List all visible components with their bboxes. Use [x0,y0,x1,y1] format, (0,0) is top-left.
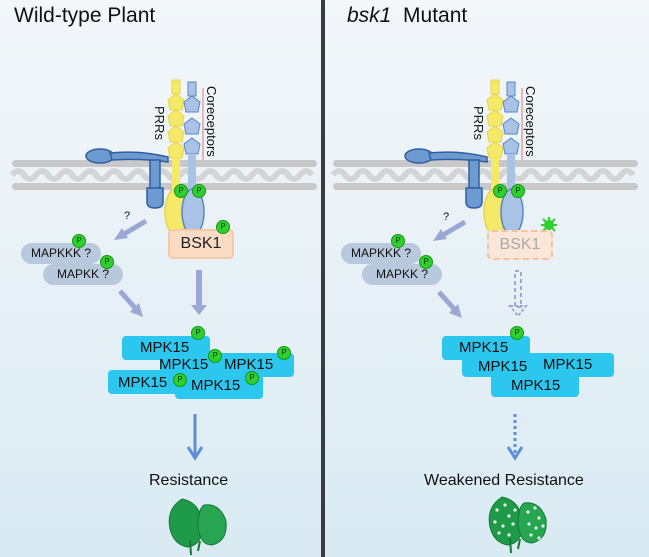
mapkkk-node: MAPKKK ? [341,243,421,264]
phospho-icon: P [208,349,222,363]
arrow-mapkk-to-mpk [437,290,462,318]
mutant-label: Mutant [403,4,468,27]
prr-ectodomain [404,148,488,209]
arrow-to-mapkkk [114,218,148,240]
panel-divider [321,0,325,557]
mpk15-label: MPK15 [140,339,190,356]
arrow-to-resistance [186,414,204,461]
mpk15-label: MPK15 [543,356,593,373]
phospho-icon: P [391,234,405,248]
plasma-membrane [330,160,638,190]
signaling-graphics [9,79,317,556]
mpk15-label: MPK15 [224,356,274,373]
wild-type-panel: Wild-type Plant [0,0,321,557]
mpk15-box [491,373,579,397]
panel-title: Wild-type Plant [14,4,156,27]
bsk1-mutant-box: BSK1 [487,230,553,260]
mutant-gene-name: bsk1 [347,4,392,27]
mapkk-node: MAPKK ? [43,264,123,285]
phospho-icon: P [510,326,524,340]
bsk1-mutant-panel: bsk1 Mutant [325,0,649,557]
outcome-label: Resistance [149,472,229,489]
mapkk-node: MAPKK ? [362,264,442,285]
mpk15-label: MPK15 [191,377,241,394]
unknown-step-label: ? [443,211,450,223]
arrow-to-weakened-resistance [506,414,524,461]
mpk15-label: MPK15 [478,358,528,375]
prr-ectodomain [85,148,169,209]
mpk15-label: MPK15 [118,374,168,391]
phospho-icon: P [216,220,230,234]
coreceptor [500,81,524,236]
arrow-mapkk-to-mpk [118,289,143,317]
mapkkk-node: MAPKKK ? [21,243,101,264]
arrow-bsk1-to-mpk-dashed [507,270,529,318]
bsk1-box: BSK1 [168,229,234,259]
plasma-membrane [9,160,317,190]
phospho-icon: P [511,184,525,198]
phospho-icon: P [277,346,291,360]
healthy-leaf-icon [168,498,227,556]
phospho-icon: P [173,373,187,387]
signaling-graphics [330,79,638,554]
mpk15-label: MPK15 [459,339,509,356]
phospho-icon: P [191,326,205,340]
coreceptor [181,81,205,236]
coreceptor-label: Coreceptors [204,86,219,157]
arrow-bsk1-to-mpk [191,270,207,315]
spotted-leaf-icon [488,496,547,554]
phospho-icon: P [72,234,86,248]
mpk15-label: MPK15 [511,377,561,394]
outcome-label: Weakened Resistance [424,472,584,489]
phospho-icon: P [100,255,114,269]
phospho-icon: P [174,184,188,198]
phospho-icon: P [419,255,433,269]
arrow-to-mapkkk [433,219,467,241]
coreceptor-label: Coreceptors [523,86,538,157]
unknown-step-label: ? [124,210,131,222]
phospho-icon: P [493,184,507,198]
prr-label: PRRs [471,106,486,140]
phospho-icon: P [192,184,206,198]
phospho-icon: P [245,371,259,385]
mpk15-label: MPK15 [159,356,209,373]
prr-label: PRRs [152,106,167,140]
panel-title: bsk1 Mutant [347,4,467,28]
prr-receptor [483,79,507,236]
